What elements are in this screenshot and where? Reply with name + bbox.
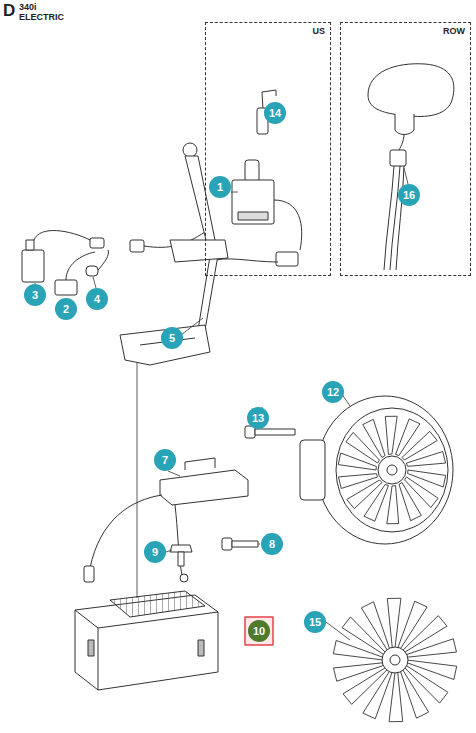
diagram-title: 340i ELECTRIC: [19, 2, 67, 22]
callout-number: 14: [264, 102, 286, 124]
region-label: ROW: [443, 26, 465, 36]
section-letter: D: [3, 1, 15, 21]
callout-number: 5: [161, 327, 183, 349]
callout-number: 13: [247, 407, 269, 429]
callout-number: 9: [144, 541, 166, 563]
callout-number: 8: [261, 533, 283, 555]
region-label: US: [312, 26, 325, 36]
callout-number: 10: [248, 620, 270, 642]
callout-number: 7: [154, 449, 176, 471]
callout-number: 16: [398, 184, 420, 206]
region-box: ROW: [340, 22, 471, 276]
region-box: US: [205, 22, 331, 276]
callout-number: 2: [55, 298, 77, 320]
callout-number: 3: [24, 284, 46, 306]
callout-number: 15: [304, 611, 326, 633]
callout-number: 12: [322, 381, 344, 403]
callout-number: 1: [209, 176, 231, 198]
callout-number: 4: [86, 288, 108, 310]
